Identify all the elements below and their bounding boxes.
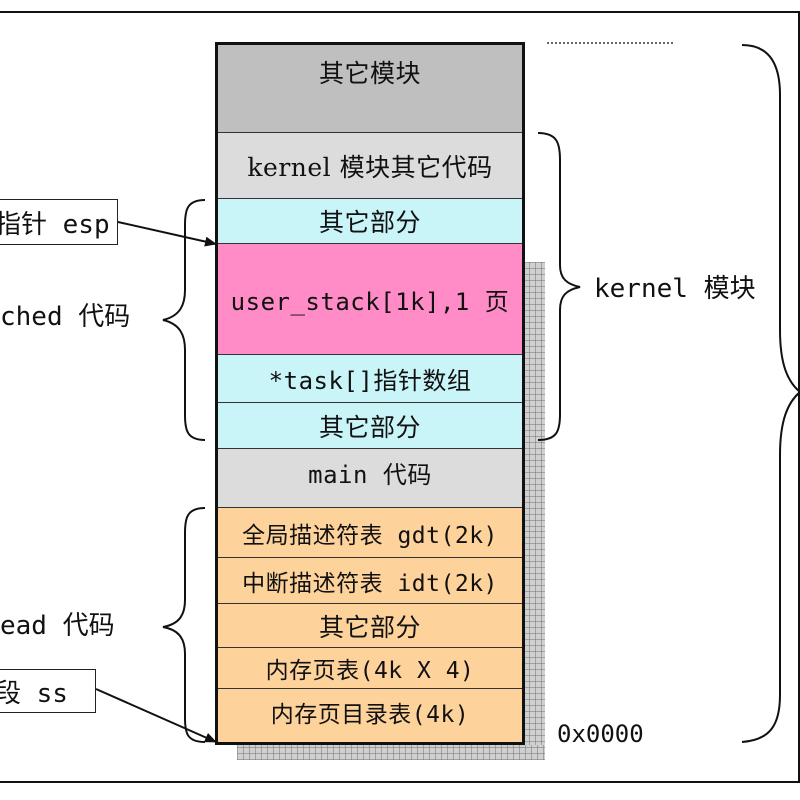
segment-other-modules: 其它模块 xyxy=(217,44,523,132)
diagram-frame xyxy=(0,11,800,783)
sched-code-label: ched 代码 xyxy=(0,296,130,333)
head-code-text: ead 代码 xyxy=(0,611,115,641)
ss-segment-box: 段 ss xyxy=(0,669,96,713)
address-label: 0x0000 xyxy=(557,720,644,748)
segment-label: *task[]指针数组 xyxy=(268,367,472,395)
segment-other-part-2: 其它部分 xyxy=(217,402,523,448)
kernel-module-text: kernel 模块 xyxy=(594,274,756,304)
esp-pointer-label: 指针 esp xyxy=(0,209,110,240)
shadow-bottom xyxy=(237,745,545,760)
segment-kernel-other-code: kernel 模块其它代码 xyxy=(217,132,523,198)
shadow-upper xyxy=(523,262,545,527)
esp-arrow xyxy=(117,221,217,247)
segment-user-stack: user_stack[1k],1 页 xyxy=(217,243,523,354)
segment-label: 全局描述符表 gdt(2k) xyxy=(242,522,498,549)
kernel-module-label: kernel 模块 xyxy=(594,268,756,305)
segment-main-code: main 代码 xyxy=(217,448,523,507)
segment-label: user_stack[1k],1 页 xyxy=(230,287,510,316)
ss-arrow xyxy=(95,688,217,743)
segment-label: 中断描述符表 idt(2k) xyxy=(242,570,498,597)
segment-label: 内存页表(4k X 4) xyxy=(265,658,475,684)
segment-label: 内存页目录表(4k) xyxy=(270,702,470,728)
segment-label: 其它部分 xyxy=(318,208,421,237)
segment-label: 其它部分 xyxy=(318,412,421,442)
outer-brace xyxy=(741,44,800,743)
segment-label: 其它模块 xyxy=(318,59,421,88)
segment-label: 其它部分 xyxy=(318,612,421,642)
head-code-label: ead 代码 xyxy=(0,605,115,642)
esp-pointer-box: 指针 esp xyxy=(0,199,118,245)
address-text: 0x0000 xyxy=(557,720,644,748)
segment-other-part-1: 其它部分 xyxy=(217,198,523,243)
segment-task-array: *task[]指针数组 xyxy=(217,354,523,402)
segment-page-tables: 内存页表(4k X 4) xyxy=(217,647,523,688)
segment-page-directory: 内存页目录表(4k) xyxy=(217,688,523,743)
segment-label: kernel 模块其它代码 xyxy=(247,152,493,182)
sched-code-text: ched 代码 xyxy=(0,302,131,332)
kernel-brace xyxy=(537,132,581,441)
segment-gdt: 全局描述符表 gdt(2k) xyxy=(217,507,523,557)
segment-label: main 代码 xyxy=(308,461,432,489)
segment-idt: 中断描述符表 idt(2k) xyxy=(217,557,523,603)
shadow-lower xyxy=(523,527,545,760)
segment-other-part-3: 其它部分 xyxy=(217,603,523,647)
sched-brace xyxy=(162,199,206,441)
head-brace xyxy=(162,507,206,743)
ss-segment-label: 段 ss xyxy=(0,678,68,709)
